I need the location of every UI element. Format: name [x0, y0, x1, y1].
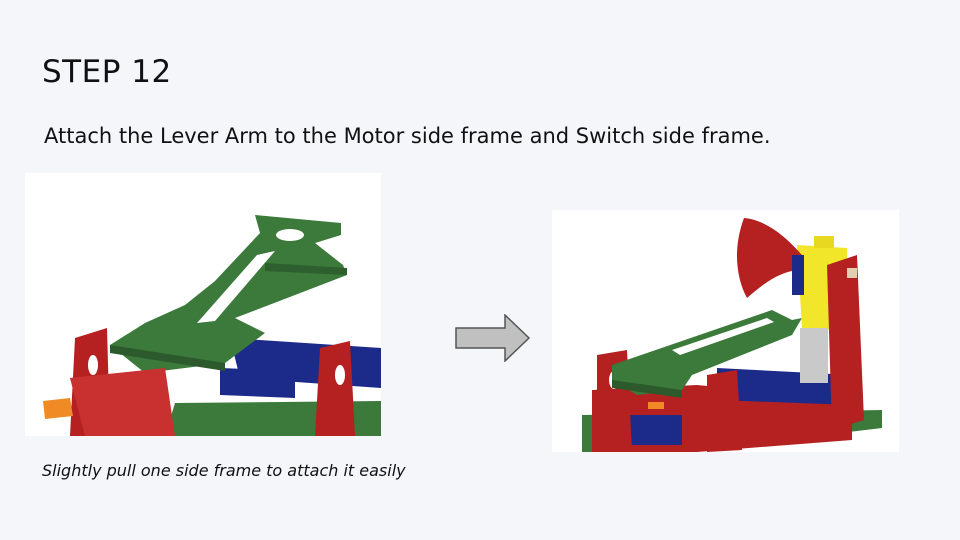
after-assembly-drawing	[582, 218, 882, 452]
red-lever-arm	[736, 218, 802, 298]
motor-gearbox	[800, 328, 828, 383]
arrow-icon	[455, 314, 531, 362]
blue-motor-mount	[792, 255, 804, 295]
after-assembly-image	[552, 210, 899, 452]
instruction-text: Attach the Lever Arm to the Motor side f…	[44, 124, 771, 148]
red-frame-hole-left	[88, 355, 98, 375]
green-plate-slot	[672, 318, 774, 355]
green-plate-edge	[612, 380, 682, 398]
green-plate-hole	[276, 229, 304, 241]
red-frame-hole-right	[335, 365, 345, 385]
red-inner-frame	[707, 370, 742, 452]
green-plate-lower-edge	[110, 345, 225, 371]
orange-switch-part	[648, 402, 664, 409]
green-lever-plate	[612, 310, 802, 395]
blue-bracket-part	[220, 368, 295, 398]
motor-cap	[814, 236, 834, 248]
assembly-note: Slightly pull one side frame to attach i…	[42, 461, 406, 480]
before-assembly-drawing	[43, 215, 381, 436]
orange-switch-part	[43, 398, 73, 419]
right-arrow	[455, 314, 531, 362]
shaft-peg	[847, 268, 857, 278]
green-plate-slot	[197, 251, 275, 323]
slide-title: STEP 12	[42, 54, 172, 90]
before-assembly-image	[25, 173, 381, 436]
red-side-frame-right	[827, 255, 864, 430]
red-side-frame-right	[315, 341, 355, 436]
green-plate-edge	[265, 263, 347, 275]
red-frame-lower	[70, 368, 175, 436]
